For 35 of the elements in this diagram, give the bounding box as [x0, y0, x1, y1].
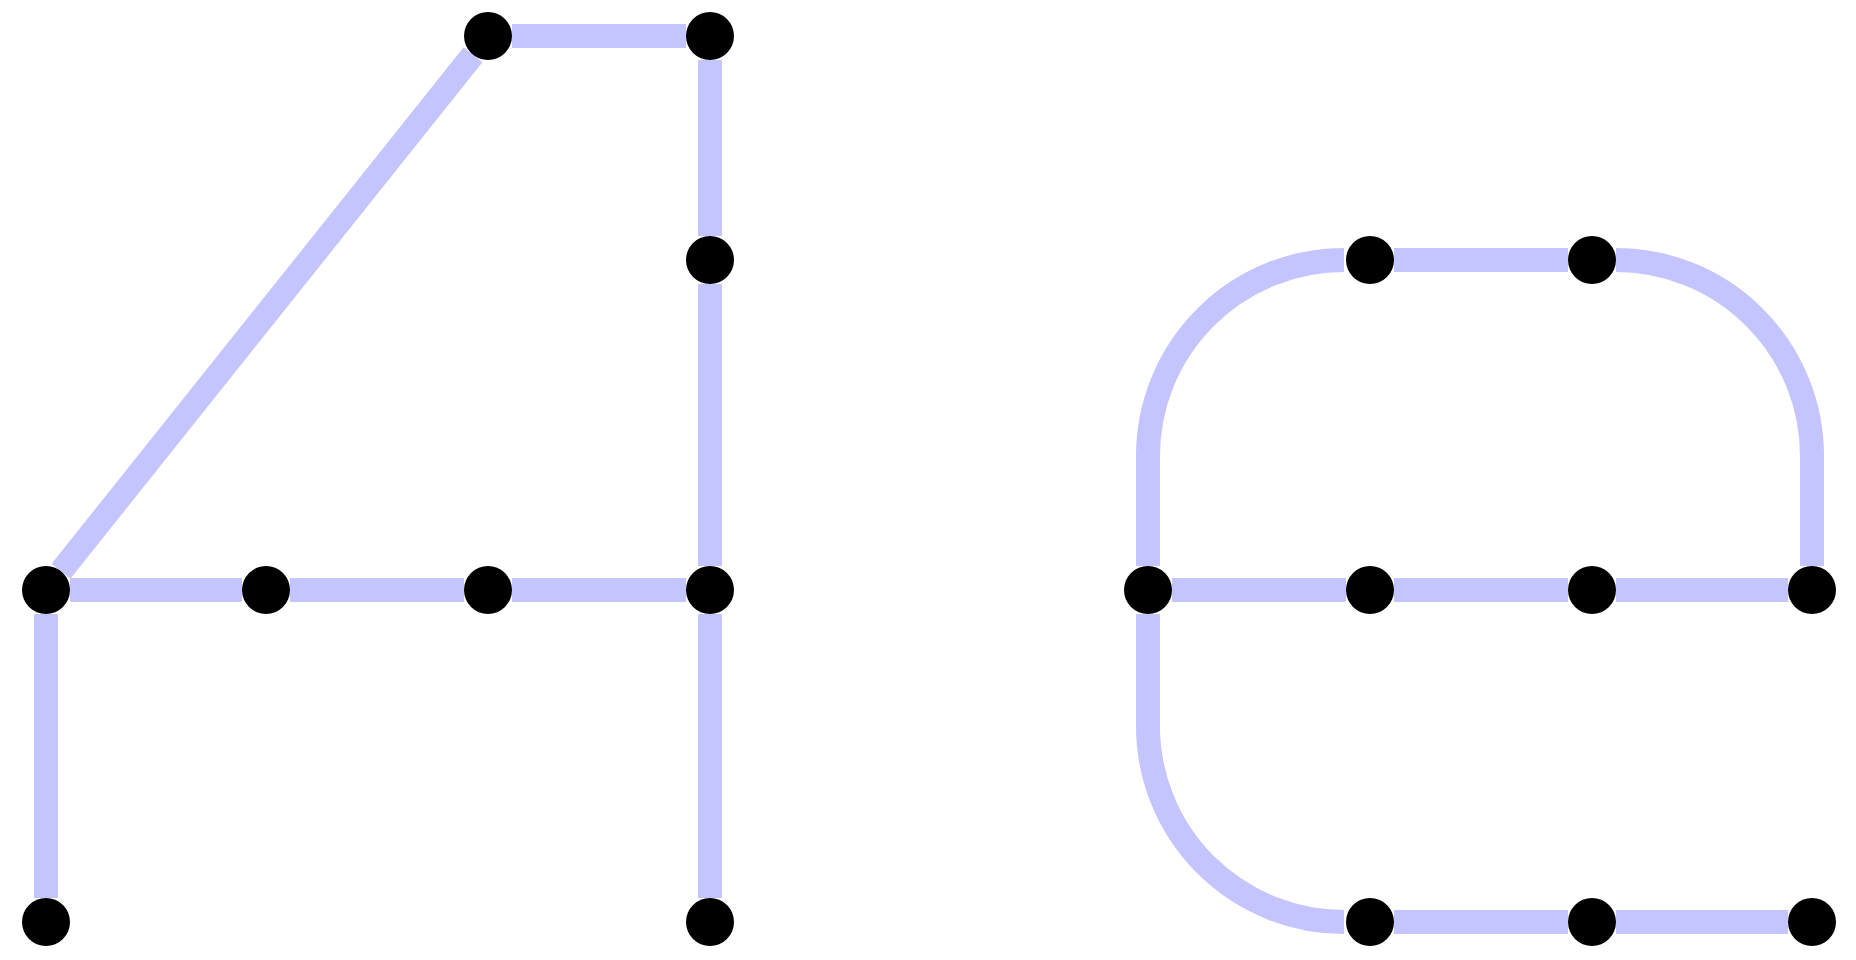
dot	[686, 236, 734, 284]
connector-line	[1136, 614, 1345, 934]
connector-line	[698, 284, 722, 566]
connector-line	[698, 60, 722, 236]
dot	[686, 898, 734, 946]
dot	[1568, 236, 1616, 284]
connector-line	[1616, 910, 1788, 934]
connector-line	[70, 578, 242, 602]
dot	[1346, 898, 1394, 946]
connector-line	[512, 578, 686, 602]
dot	[1124, 566, 1172, 614]
dot	[1788, 566, 1836, 614]
connector-line	[34, 614, 58, 898]
connector-line	[1394, 248, 1568, 272]
connector-line	[512, 24, 686, 48]
dot	[686, 12, 734, 60]
dot	[464, 12, 512, 60]
dot	[1346, 566, 1394, 614]
connector-line	[51, 47, 483, 579]
connector-line	[1136, 248, 1345, 566]
connector-line	[1394, 910, 1568, 934]
dot	[686, 566, 734, 614]
dot	[1568, 566, 1616, 614]
dot	[1788, 898, 1836, 946]
connector-line	[1172, 578, 1346, 602]
dot	[464, 566, 512, 614]
dot	[242, 566, 290, 614]
connector-line	[698, 614, 722, 898]
dot	[22, 566, 70, 614]
dot	[1568, 898, 1616, 946]
dot	[1346, 236, 1394, 284]
dot	[22, 898, 70, 946]
connector-line	[1394, 578, 1568, 602]
connector-line	[1616, 578, 1788, 602]
connector-line	[290, 578, 464, 602]
